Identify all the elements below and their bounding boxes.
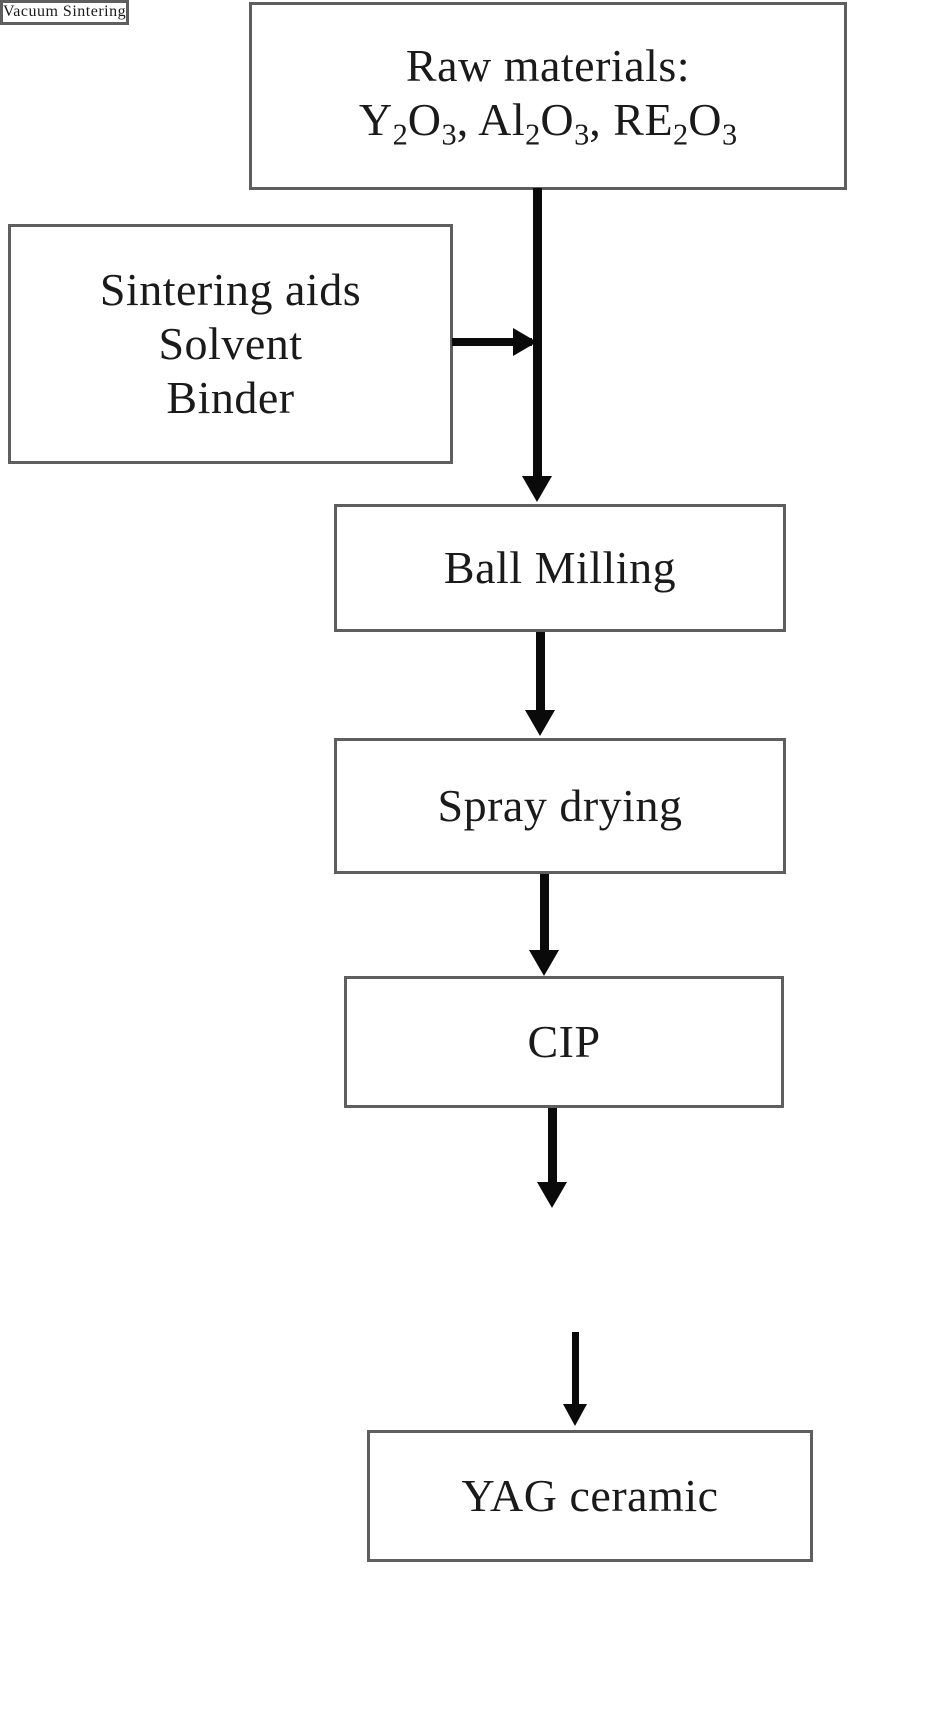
node-additives-line-binder: Binder (166, 372, 295, 424)
node-additives-line-sintering-aids: Sintering aids (99, 263, 362, 315)
node-cip-label: CIP (527, 1015, 601, 1067)
formula-alumina-sub-2: 3 (574, 117, 590, 152)
node-spray-drying-label: Spray drying (437, 779, 683, 831)
formula-rare-earth-symbol: RE (613, 93, 674, 145)
node-additives-line-solvent: Solvent (158, 317, 303, 369)
node-yag-ceramic-label: YAG ceramic (461, 1469, 719, 1521)
formula-alumina-oxygen: O (540, 93, 575, 145)
edge-spray-drying-to-cip-line (540, 874, 549, 954)
node-raw-materials-formula: Y2O3, Al2O3, RE2O3 (359, 93, 737, 154)
node-vacuum-sintering-label: Vacuum Sintering (3, 3, 127, 20)
node-ball-milling[interactable]: Ball Milling (334, 504, 786, 632)
formula-alumina-sub-1: 2 (525, 117, 541, 152)
arrow-down-icon-ball-milling-to-spray-drying (525, 710, 555, 736)
edge-raw-materials-to-ball-milling-line (533, 188, 542, 480)
node-spray-drying[interactable]: Spray drying (334, 738, 786, 874)
formula-rare-earth-oxygen: O (688, 93, 722, 145)
arrow-down-icon-raw-materials-to-ball-milling (522, 476, 552, 502)
node-raw-materials-line-1: Raw materials: (405, 39, 691, 91)
node-additives[interactable]: Sintering aids Solvent Binder (8, 224, 453, 464)
formula-rare-earth-sub-2: 3 (721, 117, 738, 152)
formula-yttria-sub-1: 2 (392, 117, 408, 152)
formula-rare-earth-sub-1: 2 (673, 117, 689, 152)
node-vacuum-sintering[interactable]: Vacuum Sintering (0, 0, 130, 25)
edge-additives-to-trunk-line (452, 338, 532, 346)
node-raw-materials[interactable]: Raw materials: Y2O3, Al2O3, RE2O3 (249, 2, 847, 190)
node-cip[interactable]: CIP (344, 976, 784, 1108)
node-yag-ceramic[interactable]: YAG ceramic (367, 1430, 813, 1562)
formula-yttria-oxygen: O (407, 93, 442, 145)
arrow-down-icon-cip-to-vacuum-sintering (537, 1182, 567, 1208)
arrow-down-icon-spray-drying-to-cip (529, 950, 559, 976)
node-ball-milling-label: Ball Milling (443, 541, 677, 593)
arrow-down-icon-vacuum-sintering-to-yag-ceramic (563, 1404, 587, 1426)
edge-ball-milling-to-spray-drying-line (536, 632, 545, 714)
formula-yttria-symbol: Y (358, 93, 393, 145)
formula-alumina-symbol: Al (478, 93, 526, 145)
arrow-right-icon-additives-to-trunk (513, 328, 537, 356)
formula-separator-1: , (456, 93, 479, 145)
formula-separator-2: , (589, 93, 614, 145)
edge-cip-to-vacuum-sintering-line (548, 1108, 557, 1186)
edge-vacuum-sintering-to-yag-ceramic-line (572, 1332, 579, 1408)
formula-yttria-sub-2: 3 (441, 117, 457, 152)
